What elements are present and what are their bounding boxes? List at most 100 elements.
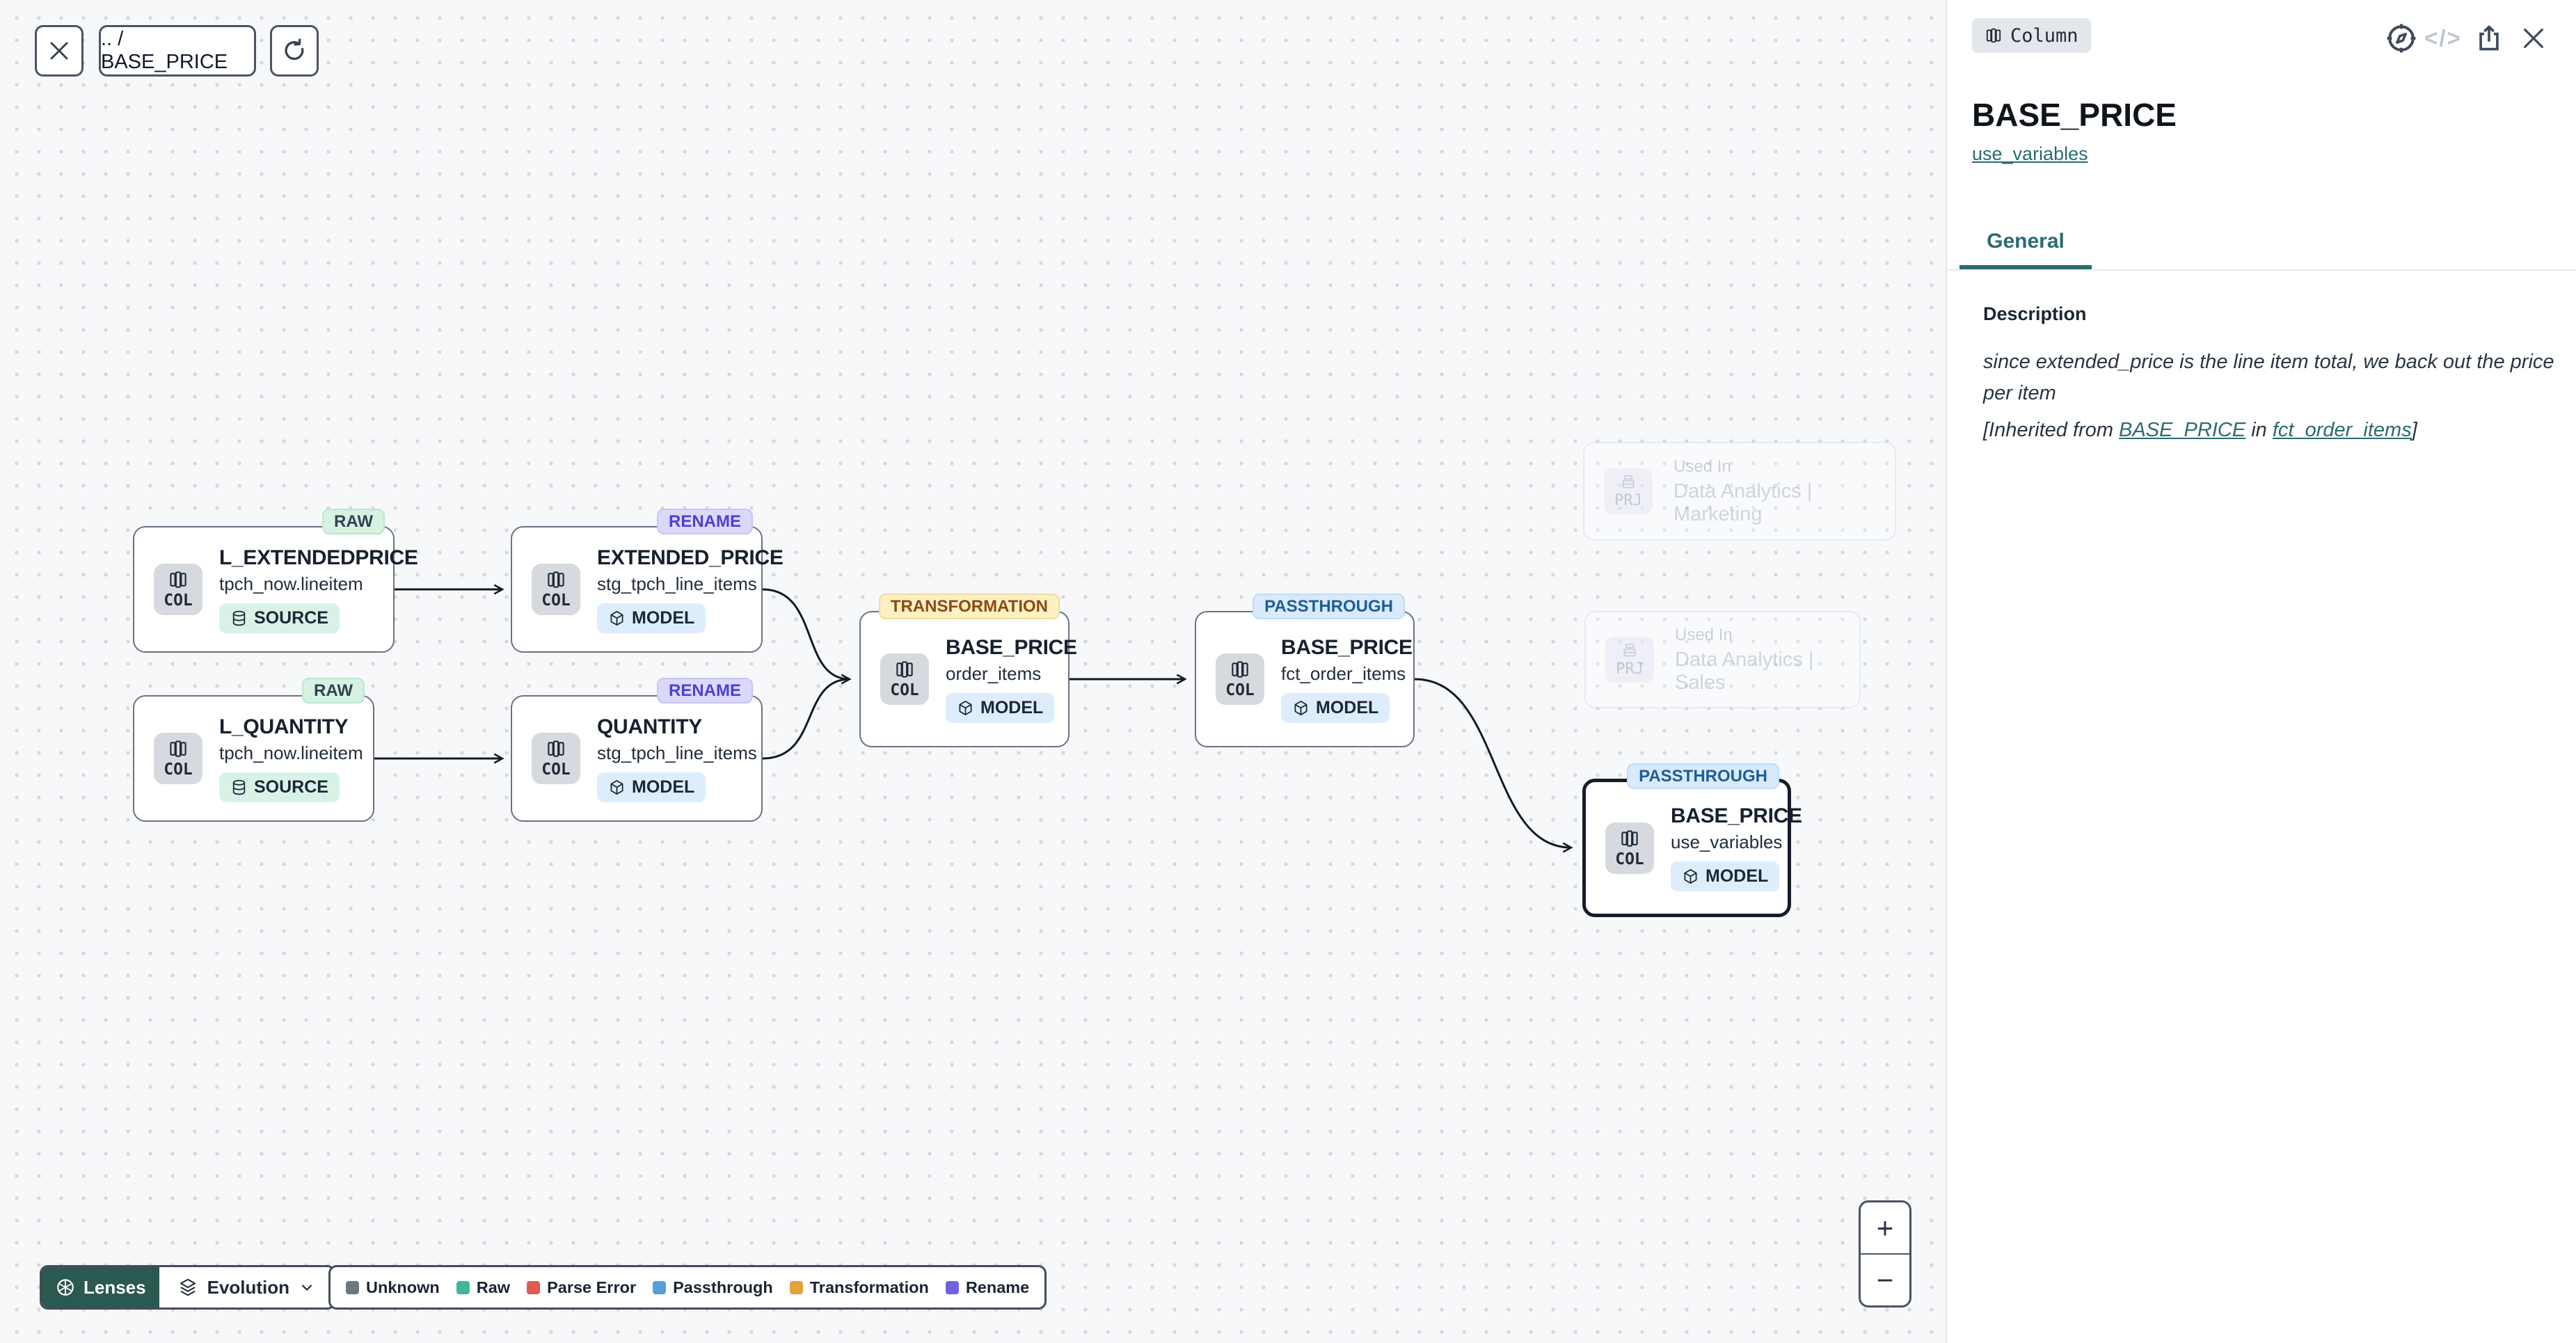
column-chip: COL <box>880 653 929 705</box>
legend-label: Parse Error <box>547 1278 636 1297</box>
compass-icon <box>2385 22 2418 55</box>
edge-type-legend: Unknown Raw Parse Error Passthrough Tran… <box>328 1265 1047 1310</box>
chip-label: COL <box>164 591 193 610</box>
database-icon <box>230 779 248 796</box>
close-lineage-button[interactable] <box>35 25 84 77</box>
lineage-node-l-extendedprice[interactable]: RAW COL L_EXTENDEDPRICE tpch_now.lineite… <box>133 526 395 653</box>
legend-item: Transformation <box>790 1278 929 1297</box>
tab-divider <box>1947 269 2576 271</box>
edge-kind-badge: PASSTHROUGH <box>1627 763 1779 789</box>
ghost-node-used-in-marketing[interactable]: PRJ Used In Data Analytics | Marketing <box>1583 442 1896 541</box>
inherited-column-link[interactable]: BASE_PRICE <box>2119 419 2245 441</box>
legend-item: Unknown <box>346 1278 440 1297</box>
lineage-node-base-price-order-items[interactable]: TRANSFORMATION COL BASE_PRICE order_item… <box>859 611 1070 747</box>
lineage-node-base-price-fct-order-items[interactable]: PASSTHROUGH COL BASE_PRICE fct_order_ite… <box>1195 611 1415 747</box>
entity-type-label: Column <box>2010 25 2078 47</box>
node-title: EXTENDED_PRICE <box>597 546 784 570</box>
close-panel-button[interactable] <box>2516 21 2551 56</box>
tab-general[interactable]: General <box>1959 230 2092 253</box>
node-subtitle: tpch_now.lineitem <box>219 742 363 764</box>
chip-label: COL <box>1615 850 1644 868</box>
node-kind-badge: MODEL <box>1671 861 1779 891</box>
model-link[interactable]: use_variables <box>1972 143 2088 165</box>
legend-swatch <box>527 1281 540 1294</box>
legend-label: Transformation <box>810 1278 929 1297</box>
legend-label: Passthrough <box>673 1278 773 1297</box>
refresh-button[interactable] <box>270 25 319 77</box>
lineage-canvas[interactable]: .. / BASE_PRICE RAW COL L_EXTENDEDPRICE … <box>0 0 1946 1343</box>
breadcrumb[interactable]: .. / BASE_PRICE <box>99 25 256 77</box>
node-kind-badge: SOURCE <box>219 603 340 633</box>
project-chip: PRJ <box>1605 637 1654 683</box>
node-title: L_EXTENDEDPRICE <box>219 546 418 570</box>
legend-swatch <box>790 1281 803 1294</box>
column-chip: COL <box>154 733 202 784</box>
legend-item: Parse Error <box>527 1278 636 1297</box>
legend-swatch <box>346 1281 359 1294</box>
used-in-name: Data Analytics | Sales <box>1675 649 1859 694</box>
node-title: BASE_PRICE <box>1281 636 1413 660</box>
node-subtitle: tpch_now.lineitem <box>219 573 418 595</box>
zoom-out-button[interactable]: − <box>1861 1253 1909 1305</box>
legend-item: Raw <box>456 1278 510 1297</box>
lens-selected-label: Evolution <box>207 1277 289 1298</box>
lens-select[interactable]: Evolution <box>159 1267 333 1308</box>
node-kind-label: MODEL <box>1706 866 1768 887</box>
entity-type-badge: Column <box>1972 18 2091 53</box>
share-button[interactable] <box>2472 21 2506 56</box>
columns-icon <box>546 738 566 759</box>
column-chip: COL <box>532 733 580 784</box>
cube-icon <box>1682 868 1699 885</box>
cube-icon <box>608 610 626 627</box>
node-subtitle: fct_order_items <box>1281 663 1413 685</box>
lenses-label: Lenses <box>84 1277 146 1298</box>
columns-icon <box>1230 659 1250 680</box>
columns-icon <box>168 738 189 759</box>
database-icon <box>230 610 248 627</box>
code-view-button[interactable]: </> <box>2426 21 2460 56</box>
edge-kind-badge: RENAME <box>657 678 753 704</box>
chip-label: PRJ <box>1616 660 1644 678</box>
code-icon: </> <box>2424 25 2462 51</box>
breadcrumb-label: .. / BASE_PRICE <box>101 28 254 74</box>
lineage-node-extended-price[interactable]: RENAME COL EXTENDED_PRICE stg_tpch_line_… <box>511 526 763 653</box>
inherited-note: [Inherited from BASE_PRICE in fct_order_… <box>1983 419 2417 442</box>
refresh-icon <box>281 38 308 64</box>
cube-icon <box>608 779 626 796</box>
lineage-node-quantity[interactable]: RENAME COL QUANTITY stg_tpch_line_items … <box>511 695 763 822</box>
column-chip: COL <box>1216 653 1264 705</box>
edge-kind-badge: RAW <box>302 678 365 704</box>
chip-label: COL <box>1225 681 1255 699</box>
node-kind-label: SOURCE <box>254 777 328 797</box>
column-chip: COL <box>1605 823 1654 874</box>
inherited-prefix: [Inherited from <box>1983 419 2119 441</box>
node-kind-label: MODEL <box>632 777 694 797</box>
column-chip: COL <box>532 564 580 615</box>
panel-title: BASE_PRICE <box>1972 96 2177 134</box>
legend-swatch <box>946 1281 959 1294</box>
cube-icon <box>1292 699 1310 717</box>
inherited-middle: in <box>2245 419 2273 441</box>
node-kind-label: MODEL <box>1316 698 1378 718</box>
node-subtitle: stg_tpch_line_items <box>597 573 784 595</box>
node-kind-label: MODEL <box>980 698 1043 718</box>
node-title: QUANTITY <box>597 715 757 739</box>
legend-item: Passthrough <box>653 1278 773 1297</box>
lenses-button[interactable]: Lenses <box>42 1267 159 1308</box>
details-panel: Column </> BASE_PRICE use_variables Gene… <box>1946 0 2576 1343</box>
node-title: L_QUANTITY <box>219 715 363 739</box>
chip-label: COL <box>541 761 571 779</box>
legend-label: Raw <box>477 1278 510 1297</box>
zoom-in-button[interactable]: + <box>1861 1202 1909 1253</box>
lineage-node-base-price-use-variables[interactable]: PASSTHROUGH COL BASE_PRICE use_variables… <box>1582 779 1791 917</box>
navigate-button[interactable] <box>2384 21 2419 56</box>
lineage-node-l-quantity[interactable]: RAW COL L_QUANTITY tpch_now.lineitem SOU… <box>133 695 374 822</box>
cube-icon <box>957 699 974 717</box>
chip-label: COL <box>890 681 919 699</box>
chevron-down-icon <box>299 1279 315 1296</box>
project-chip: PRJ <box>1604 468 1653 514</box>
description-section-label: Description <box>1983 303 2087 325</box>
inherited-model-link[interactable]: fct_order_items <box>2273 419 2412 441</box>
ghost-node-used-in-sales[interactable]: PRJ Used In Data Analytics | Sales <box>1584 611 1861 708</box>
node-kind-badge: MODEL <box>597 772 706 802</box>
